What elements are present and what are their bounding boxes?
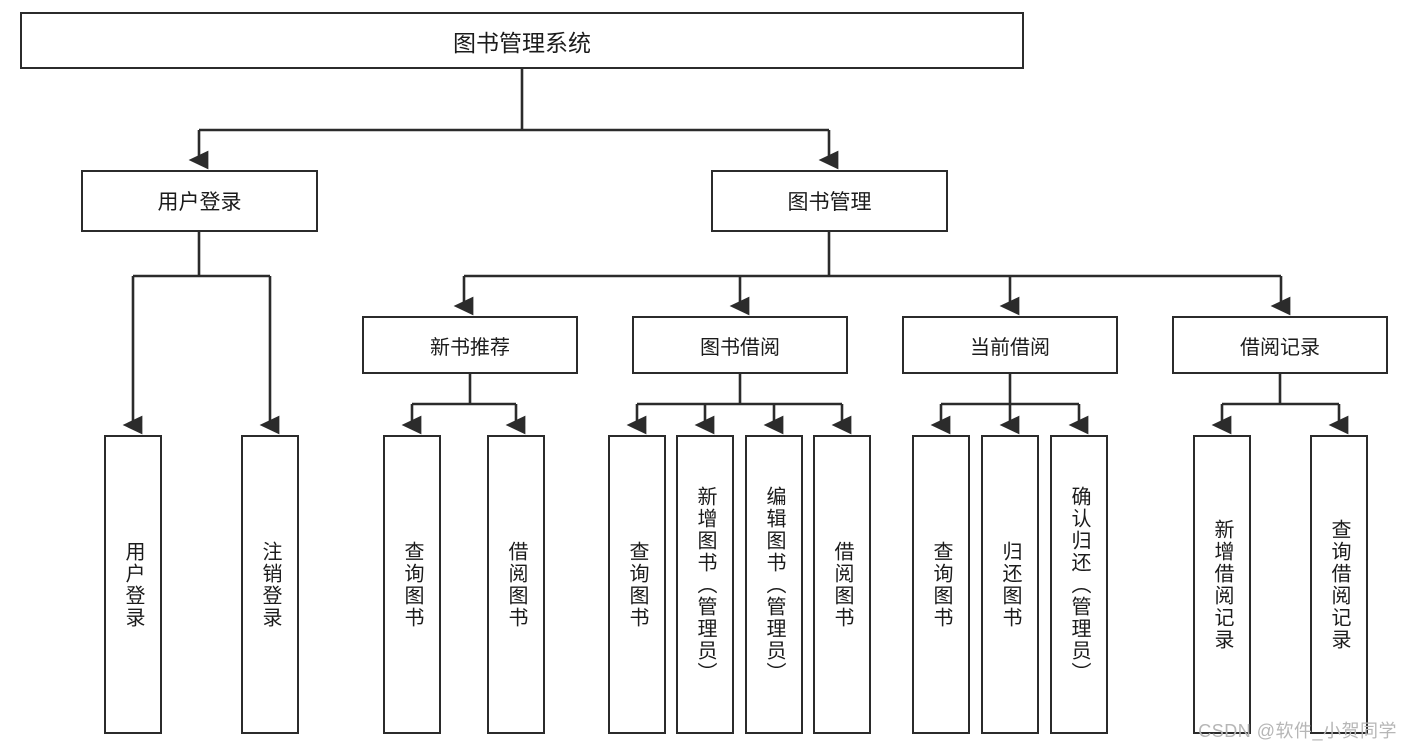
leaf-book-borrow-query[interactable]: 查询图书 <box>608 435 666 734</box>
leaf-borrow-record-add[interactable]: 新增借阅记录 <box>1193 435 1251 734</box>
leaf-book-borrow-add[interactable]: 新增图书（管理员） <box>676 435 734 734</box>
node-user-login[interactable]: 用户登录 <box>81 170 318 232</box>
leaf-label: 借阅图书 <box>831 540 853 629</box>
node-book-borrow-label: 图书借阅 <box>700 336 780 359</box>
node-current-borrow-label: 当前借阅 <box>970 336 1050 359</box>
leaf-book-borrow-edit[interactable]: 编辑图书（管理员） <box>745 435 803 734</box>
node-book-management[interactable]: 图书管理 <box>711 170 948 232</box>
node-root-label: 图书管理系统 <box>453 29 591 56</box>
watermark: CSDN @软件_小贺同学 <box>1198 721 1397 741</box>
leaf-label: 查询借阅记录 <box>1328 518 1350 651</box>
node-user-login-label: 用户登录 <box>157 191 242 214</box>
node-borrow-record[interactable]: 借阅记录 <box>1172 316 1388 374</box>
leaf-user-login-signout[interactable]: 注销登录 <box>241 435 299 734</box>
leaf-current-borrow-return[interactable]: 归还图书 <box>981 435 1039 734</box>
leaf-borrow-record-query[interactable]: 查询借阅记录 <box>1310 435 1368 734</box>
node-root-system[interactable]: 图书管理系统 <box>20 12 1024 69</box>
leaf-label: 编辑图书（管理员） <box>763 485 785 684</box>
leaf-label: 查询图书 <box>401 540 423 629</box>
node-new-book-recommend[interactable]: 新书推荐 <box>362 316 578 374</box>
leaf-new-book-query[interactable]: 查询图书 <box>383 435 441 734</box>
leaf-label: 借阅图书 <box>505 540 527 629</box>
leaf-label: 查询图书 <box>930 540 952 629</box>
node-borrow-record-label: 借阅记录 <box>1240 336 1320 359</box>
leaf-current-borrow-confirm-return[interactable]: 确认归还（管理员） <box>1050 435 1108 734</box>
leaf-label: 新增图书（管理员） <box>694 485 716 684</box>
leaf-label: 新增借阅记录 <box>1211 518 1233 651</box>
leaf-label: 归还图书 <box>999 540 1021 629</box>
leaf-label: 确认归还（管理员） <box>1068 485 1090 684</box>
node-current-borrow[interactable]: 当前借阅 <box>902 316 1118 374</box>
node-book-management-label: 图书管理 <box>787 191 872 214</box>
leaf-new-book-borrow[interactable]: 借阅图书 <box>487 435 545 734</box>
leaf-user-login-signin[interactable]: 用户登录 <box>104 435 162 734</box>
node-new-book-recommend-label: 新书推荐 <box>430 336 510 359</box>
leaf-current-borrow-query[interactable]: 查询图书 <box>912 435 970 734</box>
node-book-borrow[interactable]: 图书借阅 <box>632 316 848 374</box>
leaf-label: 注销登录 <box>259 540 281 629</box>
leaf-book-borrow-borrow[interactable]: 借阅图书 <box>813 435 871 734</box>
leaf-label: 查询图书 <box>626 540 648 629</box>
leaf-label: 用户登录 <box>122 540 144 629</box>
